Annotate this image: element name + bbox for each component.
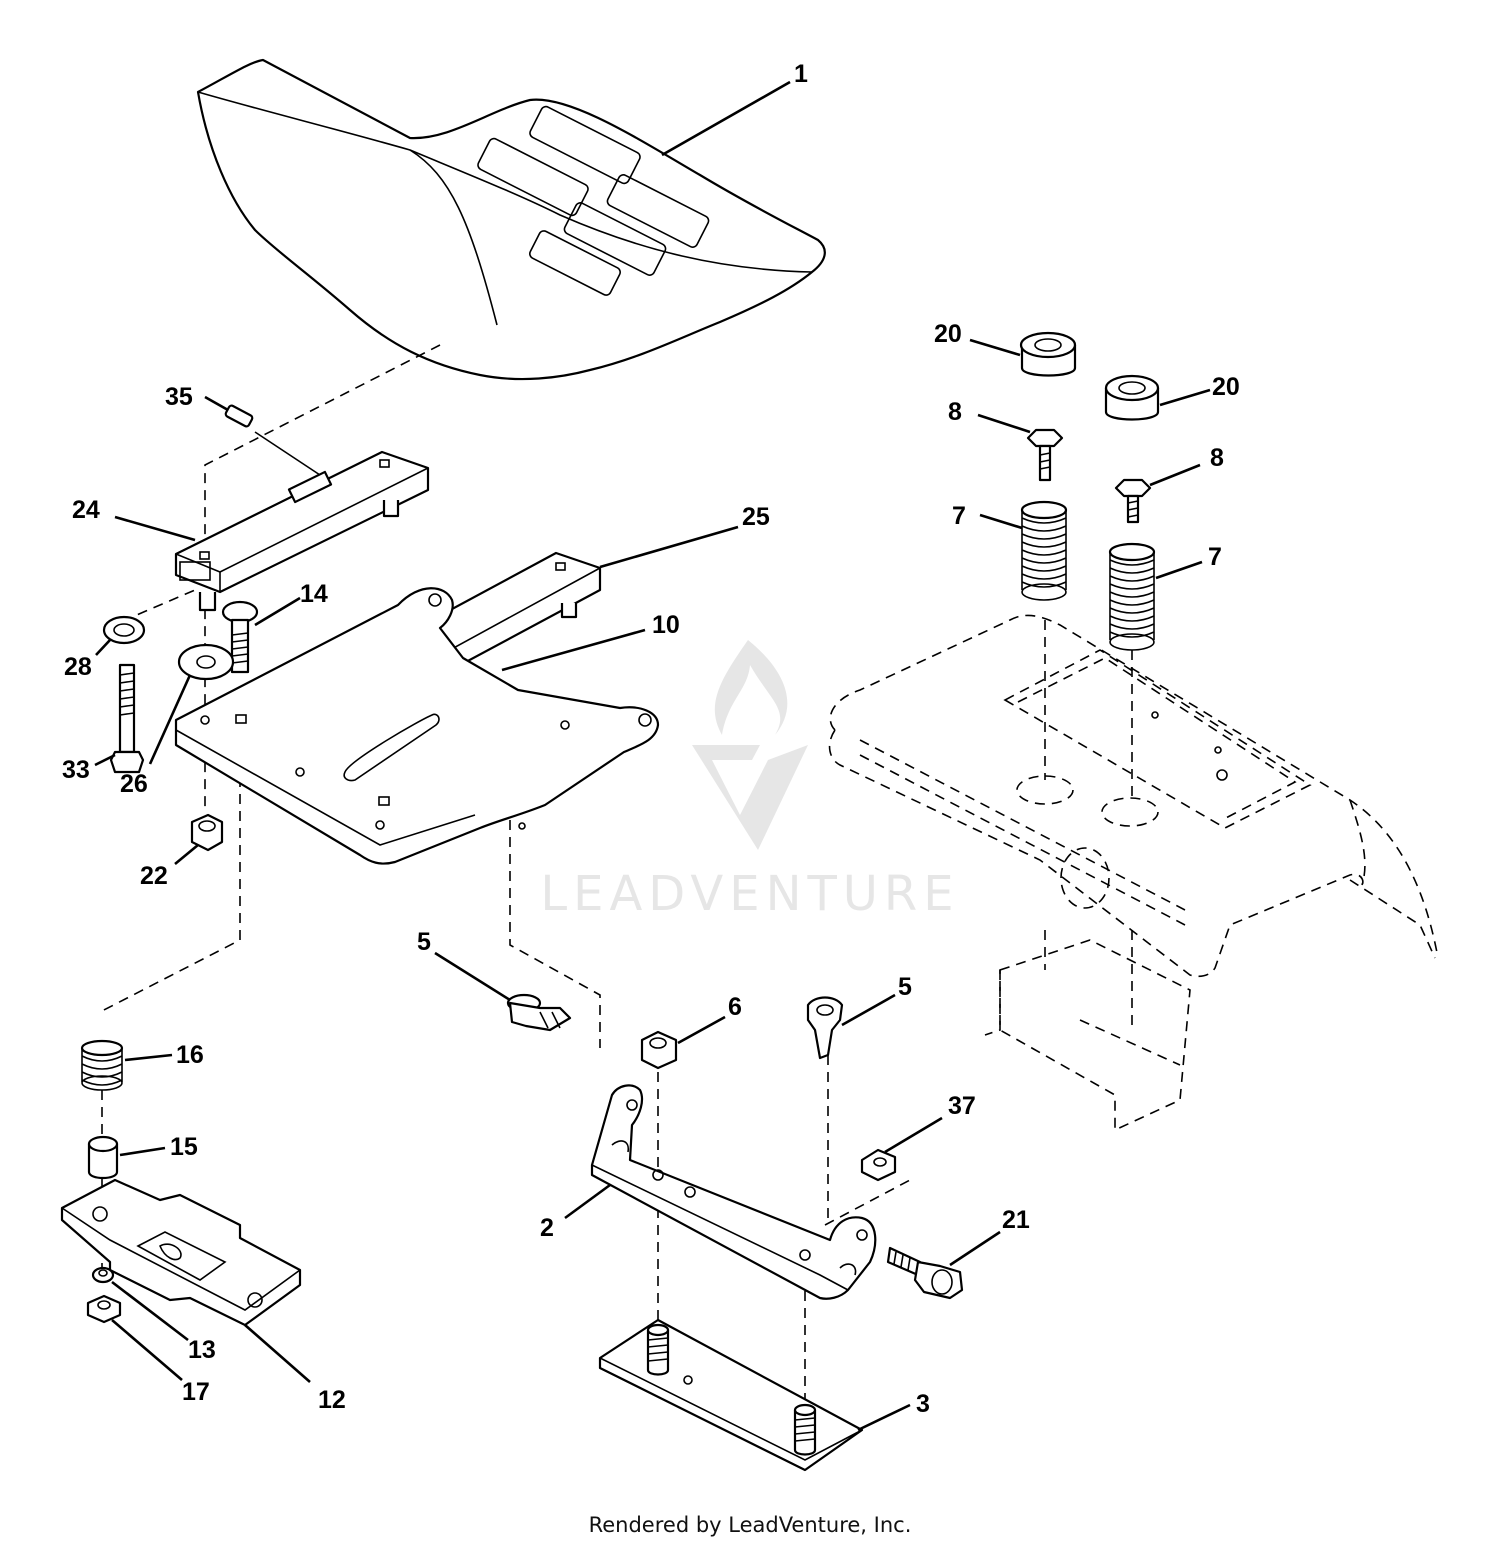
callout-10: 10 <box>652 611 680 639</box>
leader-16 <box>124 1053 173 1062</box>
leader-28 <box>95 639 111 656</box>
footer-credit: Rendered by LeadVenture, Inc. <box>588 1513 912 1537</box>
leader-17 <box>111 1319 183 1381</box>
leader-25 <box>599 525 739 569</box>
callout-3: 3 <box>916 1390 930 1418</box>
callout-16: 16 <box>176 1041 204 1069</box>
callout-21: 21 <box>1002 1206 1030 1234</box>
seat-pan-part-10 <box>174 587 660 865</box>
callout-8-left: 8 <box>948 398 962 426</box>
leader-33 <box>94 753 116 767</box>
watermark-brand-text: LEADVENTURE <box>540 866 959 922</box>
leader-21 <box>949 1230 1001 1267</box>
callout-6: 6 <box>728 993 742 1021</box>
leader-6 <box>677 1015 726 1045</box>
spacer-part-15 <box>87 1135 119 1180</box>
callout-7-left: 7 <box>952 502 966 530</box>
callout-15: 15 <box>170 1133 198 1161</box>
nut-part-17 <box>86 1294 122 1324</box>
callout-37: 37 <box>948 1092 976 1120</box>
v-logo-icon <box>692 745 808 850</box>
callout-5-right: 5 <box>898 973 912 1001</box>
callout-12: 12 <box>318 1386 346 1414</box>
leader-3 <box>857 1403 911 1432</box>
nut-part-6 <box>640 1030 678 1070</box>
callout-7-right: 7 <box>1208 543 1222 571</box>
leader-35 <box>204 395 229 412</box>
leader-26 <box>148 674 192 765</box>
nut-part-37 <box>860 1148 897 1182</box>
callout-25: 25 <box>742 503 770 531</box>
reference-frame-outline <box>828 614 1439 1132</box>
bracket-part-12 <box>60 1178 302 1327</box>
nut-part-22 <box>190 813 224 852</box>
leader-5-left <box>434 951 511 1002</box>
bolt-part-33 <box>109 663 145 774</box>
leader-24 <box>114 515 196 542</box>
leader-20-left <box>969 338 1021 357</box>
leader-8-right <box>1149 463 1201 487</box>
leader-15 <box>119 1146 166 1157</box>
callout-8-right: 8 <box>1210 444 1224 472</box>
bolt-part-21 <box>886 1246 964 1300</box>
pin-part-35 <box>224 404 321 476</box>
callout-14: 14 <box>300 580 328 608</box>
bracket-part-2 <box>590 1084 877 1300</box>
leadventure-watermark: LEADVENTURE <box>540 640 959 922</box>
spring-part-7-right <box>1108 542 1156 651</box>
callout-1: 1 <box>794 60 808 88</box>
leader-7-left <box>979 513 1023 530</box>
callout-13: 13 <box>188 1336 216 1364</box>
leader-8-left <box>977 413 1031 434</box>
leader-1 <box>661 80 791 157</box>
bumper-part-20-left <box>1019 331 1077 377</box>
callout-20-left: 20 <box>934 320 962 348</box>
leader-10 <box>501 628 646 672</box>
callout-28: 28 <box>64 653 92 681</box>
screw-part-8-left <box>1026 428 1064 482</box>
clip-part-5-right <box>806 996 844 1060</box>
leader-7-right <box>1155 560 1203 580</box>
callout-35: 35 <box>165 383 193 411</box>
washer-part-26 <box>177 643 235 681</box>
callout-26: 26 <box>120 770 148 798</box>
screw-part-8-right <box>1114 478 1152 524</box>
callout-2: 2 <box>540 1214 554 1242</box>
nut-part-13 <box>91 1266 115 1284</box>
leader-2 <box>564 1183 611 1220</box>
bumper-part-20-right <box>1104 374 1160 421</box>
spring-part-7-left <box>1020 500 1068 601</box>
callout-33: 33 <box>62 756 90 784</box>
bolt-part-14 <box>221 600 259 674</box>
flame-icon <box>714 640 788 735</box>
spring-part-16 <box>80 1039 124 1091</box>
leader-13 <box>111 1280 189 1342</box>
leader-14 <box>254 596 301 627</box>
rail-part-24 <box>174 450 430 612</box>
leader-37 <box>884 1116 943 1154</box>
clip-part-5-left <box>506 993 572 1032</box>
leader-12 <box>244 1324 311 1383</box>
callout-24: 24 <box>72 496 100 524</box>
callout-17: 17 <box>182 1378 210 1406</box>
callout-22: 22 <box>140 862 168 890</box>
washer-part-28 <box>102 615 146 645</box>
seat-part-1 <box>196 58 826 381</box>
leader-20-right <box>1159 388 1211 407</box>
plate-part-3 <box>598 1318 864 1472</box>
callout-5-left: 5 <box>417 928 431 956</box>
leader-5-right <box>841 993 896 1027</box>
leader-22 <box>174 843 199 866</box>
callout-20-right: 20 <box>1212 373 1240 401</box>
